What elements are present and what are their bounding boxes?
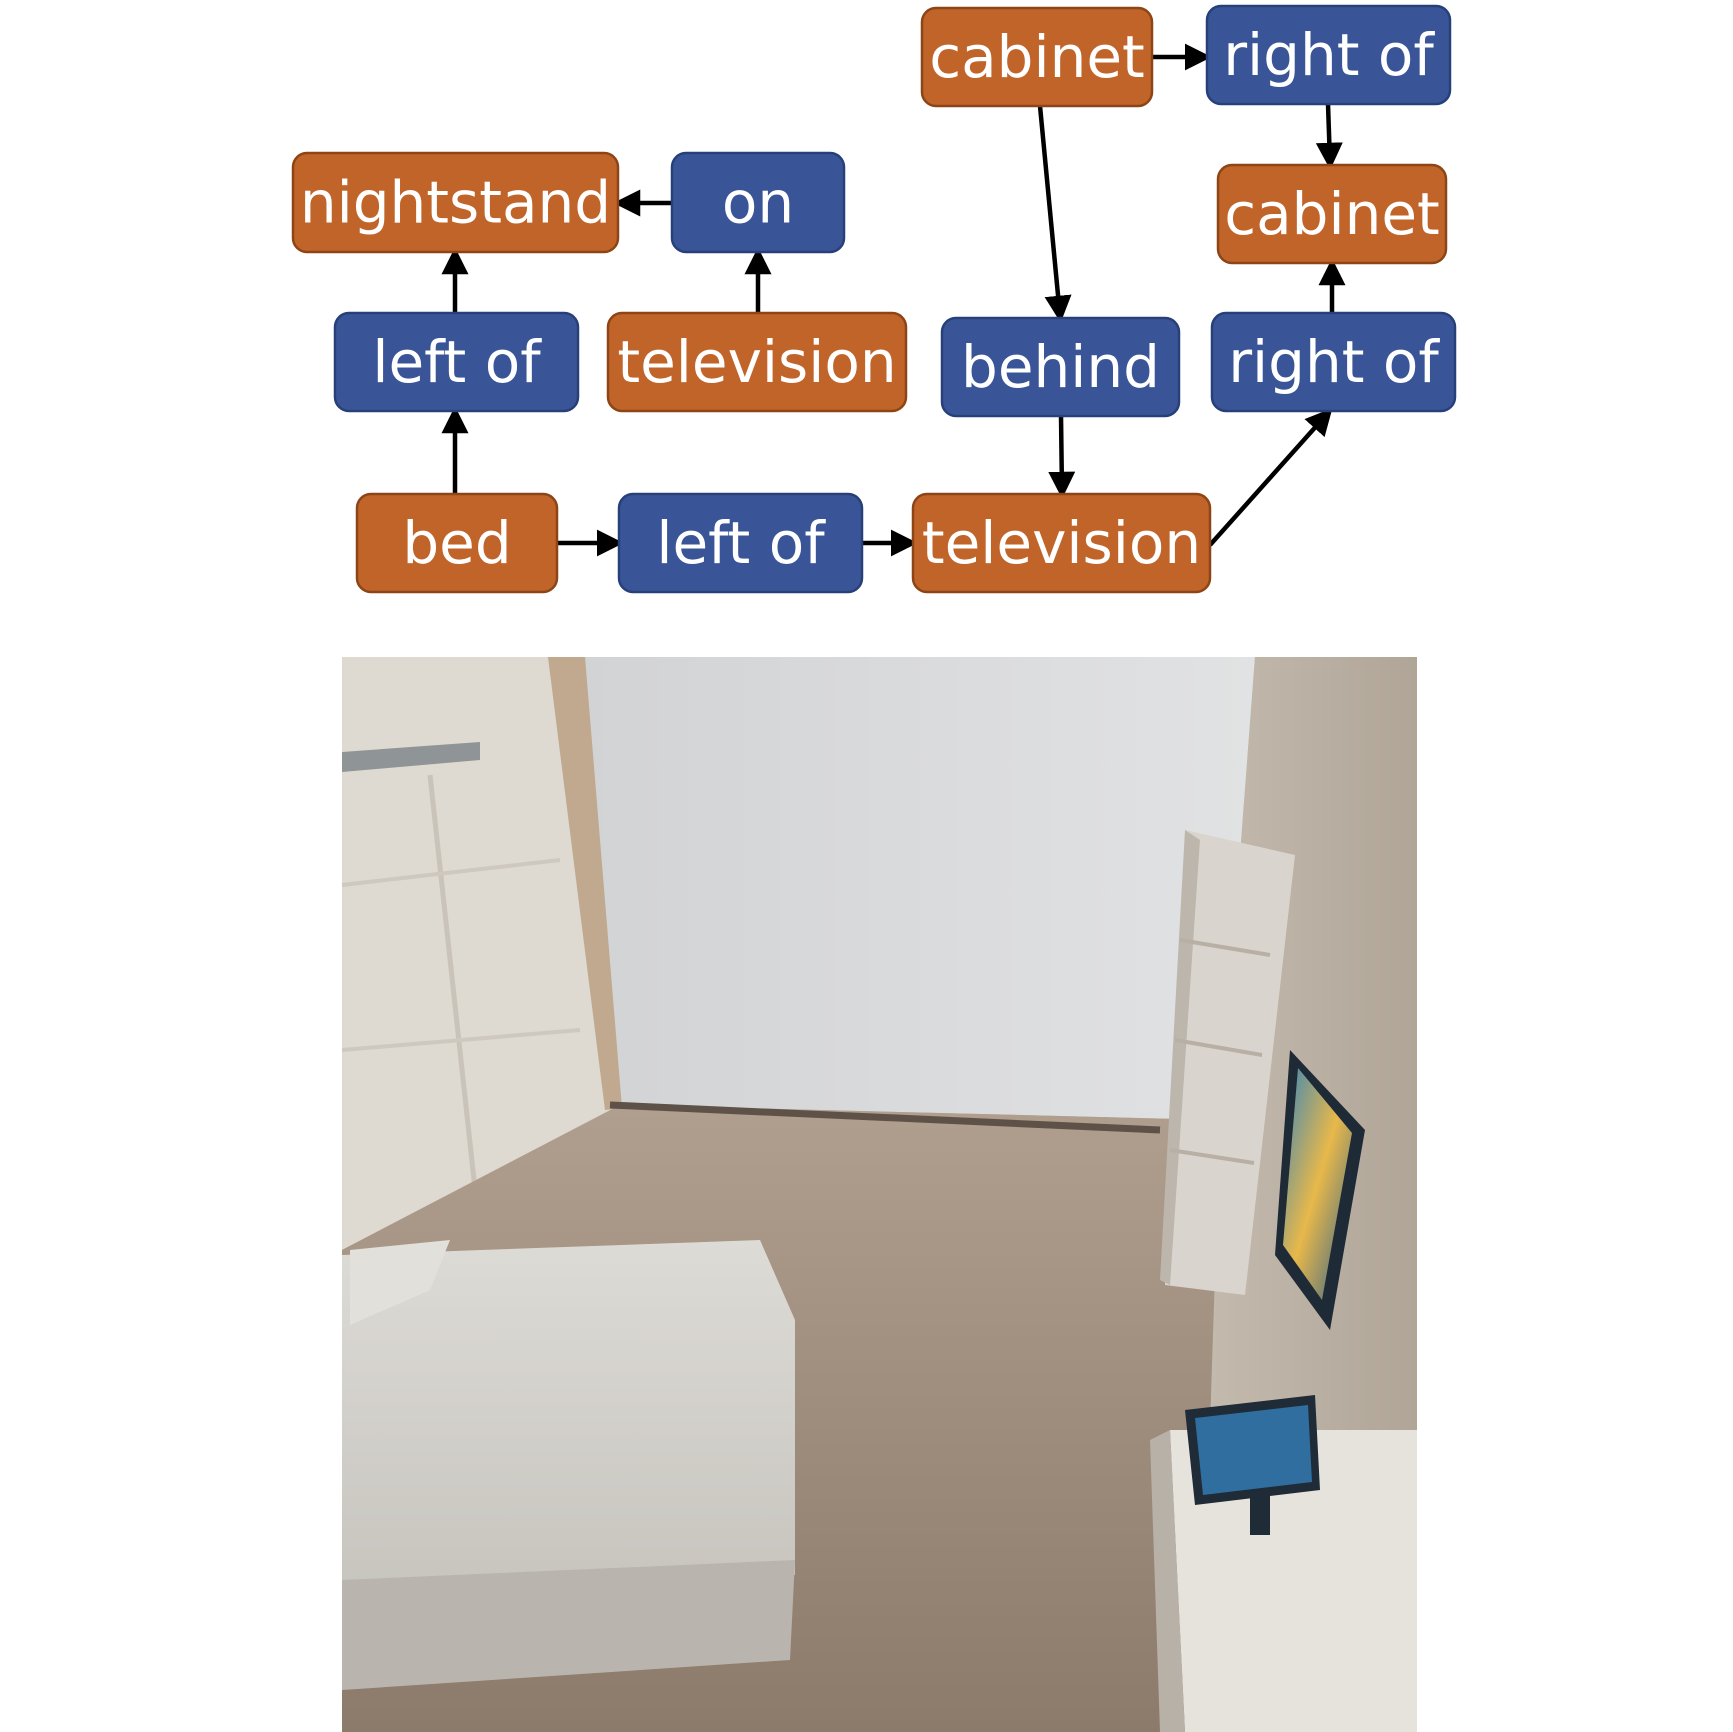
bookshelf-shelf bbox=[1169, 1148, 1255, 1165]
object-node-box bbox=[291, 151, 620, 254]
wall-lamp bbox=[342, 742, 480, 772]
edge-rightof1-to-cabinet2 bbox=[1315, 103, 1343, 170]
node-label: right of bbox=[1223, 21, 1435, 89]
node-label: television bbox=[617, 328, 896, 396]
node-nightstand: nightstand bbox=[291, 151, 620, 254]
node-label: on bbox=[722, 169, 794, 237]
node-rightof2: right of bbox=[1210, 311, 1457, 413]
node-behind: behind bbox=[940, 316, 1181, 418]
object-node-box bbox=[920, 6, 1154, 108]
desk-monitor-stand bbox=[1250, 1495, 1270, 1535]
node-label: left of bbox=[372, 328, 542, 396]
node-leftof1: left of bbox=[333, 311, 580, 413]
bed-front bbox=[342, 1560, 795, 1690]
graph-nodes: cabinet right of nightstand on cabinet left o… bbox=[291, 4, 1457, 594]
rendered-room-image bbox=[341, 657, 1417, 1732]
edge-behind-to-television2 bbox=[1048, 415, 1076, 499]
edge-television2-to-rightof2 bbox=[1208, 407, 1333, 547]
node-label: right of bbox=[1228, 328, 1440, 396]
wall-tv-screen bbox=[1283, 1068, 1352, 1300]
relation-node-box bbox=[333, 311, 580, 413]
left-wall bbox=[342, 657, 620, 1250]
node-cabinet1: cabinet bbox=[920, 6, 1154, 108]
node-label: cabinet bbox=[1224, 180, 1440, 248]
node-label: bed bbox=[402, 509, 511, 577]
node-rightof1: right of bbox=[1205, 4, 1452, 106]
bed-pillow bbox=[350, 1240, 450, 1325]
relation-node-box bbox=[1210, 311, 1457, 413]
object-node-box bbox=[606, 311, 908, 413]
door-frame bbox=[548, 657, 622, 1110]
relation-node-box bbox=[670, 151, 846, 254]
desk-monitor-screen bbox=[1195, 1405, 1312, 1495]
graph-edges bbox=[441, 43, 1346, 557]
wall-panel-line bbox=[341, 858, 561, 887]
back-wall bbox=[585, 657, 1255, 1120]
relation-node-box bbox=[940, 316, 1181, 418]
node-leftof2: left of bbox=[617, 492, 864, 594]
relation-node-box bbox=[1205, 4, 1452, 106]
scene-graph: cabinet right of nightstand on cabinet left o… bbox=[291, 4, 1457, 594]
node-on: on bbox=[670, 151, 846, 254]
nightstand-side bbox=[1150, 1430, 1185, 1732]
node-television1: television bbox=[606, 311, 908, 413]
object-node-box bbox=[355, 492, 559, 594]
wall-panel-line bbox=[341, 1028, 581, 1052]
bookshelf-side bbox=[1160, 830, 1200, 1285]
node-cabinet2: cabinet bbox=[1216, 163, 1448, 265]
nightstand bbox=[1170, 1430, 1417, 1732]
node-bed: bed bbox=[355, 492, 559, 594]
object-node-box bbox=[1216, 163, 1448, 265]
baseboard bbox=[609, 1101, 1161, 1134]
relation-node-box bbox=[617, 492, 864, 594]
node-label: behind bbox=[961, 333, 1160, 401]
node-label: television bbox=[922, 509, 1201, 577]
node-label: left of bbox=[656, 509, 826, 577]
edge-cabinet1-to-behind bbox=[1037, 105, 1072, 323]
node-television2: television bbox=[911, 492, 1212, 594]
wall-panel-line bbox=[427, 774, 483, 1236]
node-label: cabinet bbox=[929, 23, 1145, 91]
node-label: nightstand bbox=[300, 169, 611, 237]
bookshelf bbox=[1165, 830, 1295, 1295]
bookshelf-shelf bbox=[1179, 938, 1271, 957]
object-node-box bbox=[911, 492, 1212, 594]
bookshelf-shelf bbox=[1174, 1038, 1263, 1057]
bed-top bbox=[342, 1240, 795, 1600]
